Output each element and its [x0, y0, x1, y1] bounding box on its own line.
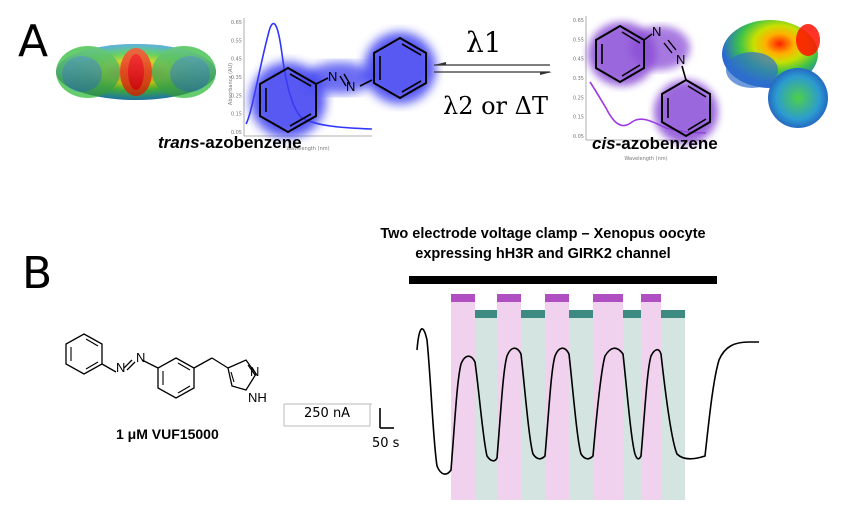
compound-concentration-label: 1 μM VUF15000	[116, 426, 219, 442]
spectrum-tick-label: 0.65	[573, 18, 584, 24]
agonist-application-bar	[409, 276, 717, 284]
spectrum-tick-label: 0.35	[231, 75, 242, 81]
trans-spectrum-curve	[245, 22, 373, 130]
experiment-title-line2: expressing hH3R and GIRK2 channel	[415, 246, 671, 262]
trans-n1: N	[328, 69, 338, 84]
light1-bar	[593, 294, 623, 302]
cis-n1: N	[652, 24, 662, 39]
vuf-n2: N	[136, 350, 146, 365]
experiment-title-line1: Two electrode voltage clamp – Xenopus oo…	[380, 226, 706, 242]
vuf15000-structure	[65, 333, 257, 399]
trans-azobenzene-structure	[250, 32, 436, 138]
trans-absorbance-spectrum: 0.65 0.55 0.45 0.35 0.25 0.15 0.05 Absorbance …	[228, 18, 373, 152]
reverse-light-label: λ2 or ΔT	[443, 92, 548, 120]
vuf-imidazole-n: N	[250, 364, 260, 379]
spectrum-tick-label: 0.05	[231, 130, 242, 136]
trans-spectrum-ylabel: Absorbance (AU)	[228, 63, 234, 105]
scale-current-label: 250 nA	[304, 406, 351, 421]
spectrum-tick-label: 0.45	[573, 57, 584, 63]
tevc-recording	[409, 276, 759, 500]
light2-periods	[475, 310, 685, 500]
trans-n2: N	[346, 79, 356, 94]
spectrum-tick-label: 0.65	[231, 20, 242, 26]
panel-a-label: A	[18, 16, 49, 67]
cis-azobenzene-structure	[588, 22, 718, 144]
equilibrium-arrows	[434, 62, 552, 75]
light2-shade	[521, 316, 545, 500]
spectrum-tick-label: 0.15	[573, 115, 584, 121]
light1-shade	[451, 300, 475, 500]
spectrum-tick-label: 0.55	[573, 37, 584, 43]
trans-surface-model	[56, 44, 216, 100]
spectrum-tick-label: 0.05	[573, 134, 584, 140]
spectrum-tick-label: 0.55	[231, 38, 242, 44]
light1-bar	[497, 294, 521, 302]
light1-shade	[545, 300, 569, 500]
vuf-n1: N	[116, 360, 126, 375]
light1-shade	[497, 300, 521, 500]
scale-time-label: 50 s	[372, 436, 400, 451]
light2-bar	[661, 310, 685, 318]
vuf-imidazole-nh: NH	[248, 390, 267, 405]
light1-shade	[593, 300, 623, 500]
trans-azobenzene-name: trans-azobenzene	[158, 133, 302, 152]
spectrum-tick-label: 0.35	[573, 76, 584, 82]
spectrum-tick-label: 0.15	[231, 112, 242, 118]
current-trace	[416, 328, 759, 475]
spectrum-tick-label: 0.45	[231, 57, 242, 63]
trans-spectrum-xlabel: Wavelength (nm)	[286, 146, 329, 152]
light2-bar	[475, 310, 497, 318]
scale-bar	[283, 403, 394, 429]
spectrum-tick-label: 0.25	[231, 93, 242, 99]
light1-bar	[451, 294, 475, 302]
cis-surface-model	[722, 20, 828, 128]
light1-bar	[641, 294, 661, 302]
light2-shade	[475, 316, 497, 500]
forward-light-label: λ1	[466, 26, 502, 59]
cis-n2: N	[676, 52, 686, 67]
light1-shade	[641, 300, 661, 500]
spectrum-tick-label: 0.25	[573, 95, 584, 101]
light1-bar	[545, 294, 569, 302]
light2-shade	[623, 316, 641, 500]
light2-bar	[521, 310, 545, 318]
cis-azobenzene-name: cis-azobenzene	[592, 134, 718, 153]
panel-b-label: B	[22, 248, 53, 299]
cis-spectrum-xlabel: Wavelength (nm)	[624, 156, 667, 162]
light2-bar	[569, 310, 593, 318]
light2-shade	[661, 316, 685, 500]
light2-shade	[569, 316, 593, 500]
light2-bar	[623, 310, 641, 318]
